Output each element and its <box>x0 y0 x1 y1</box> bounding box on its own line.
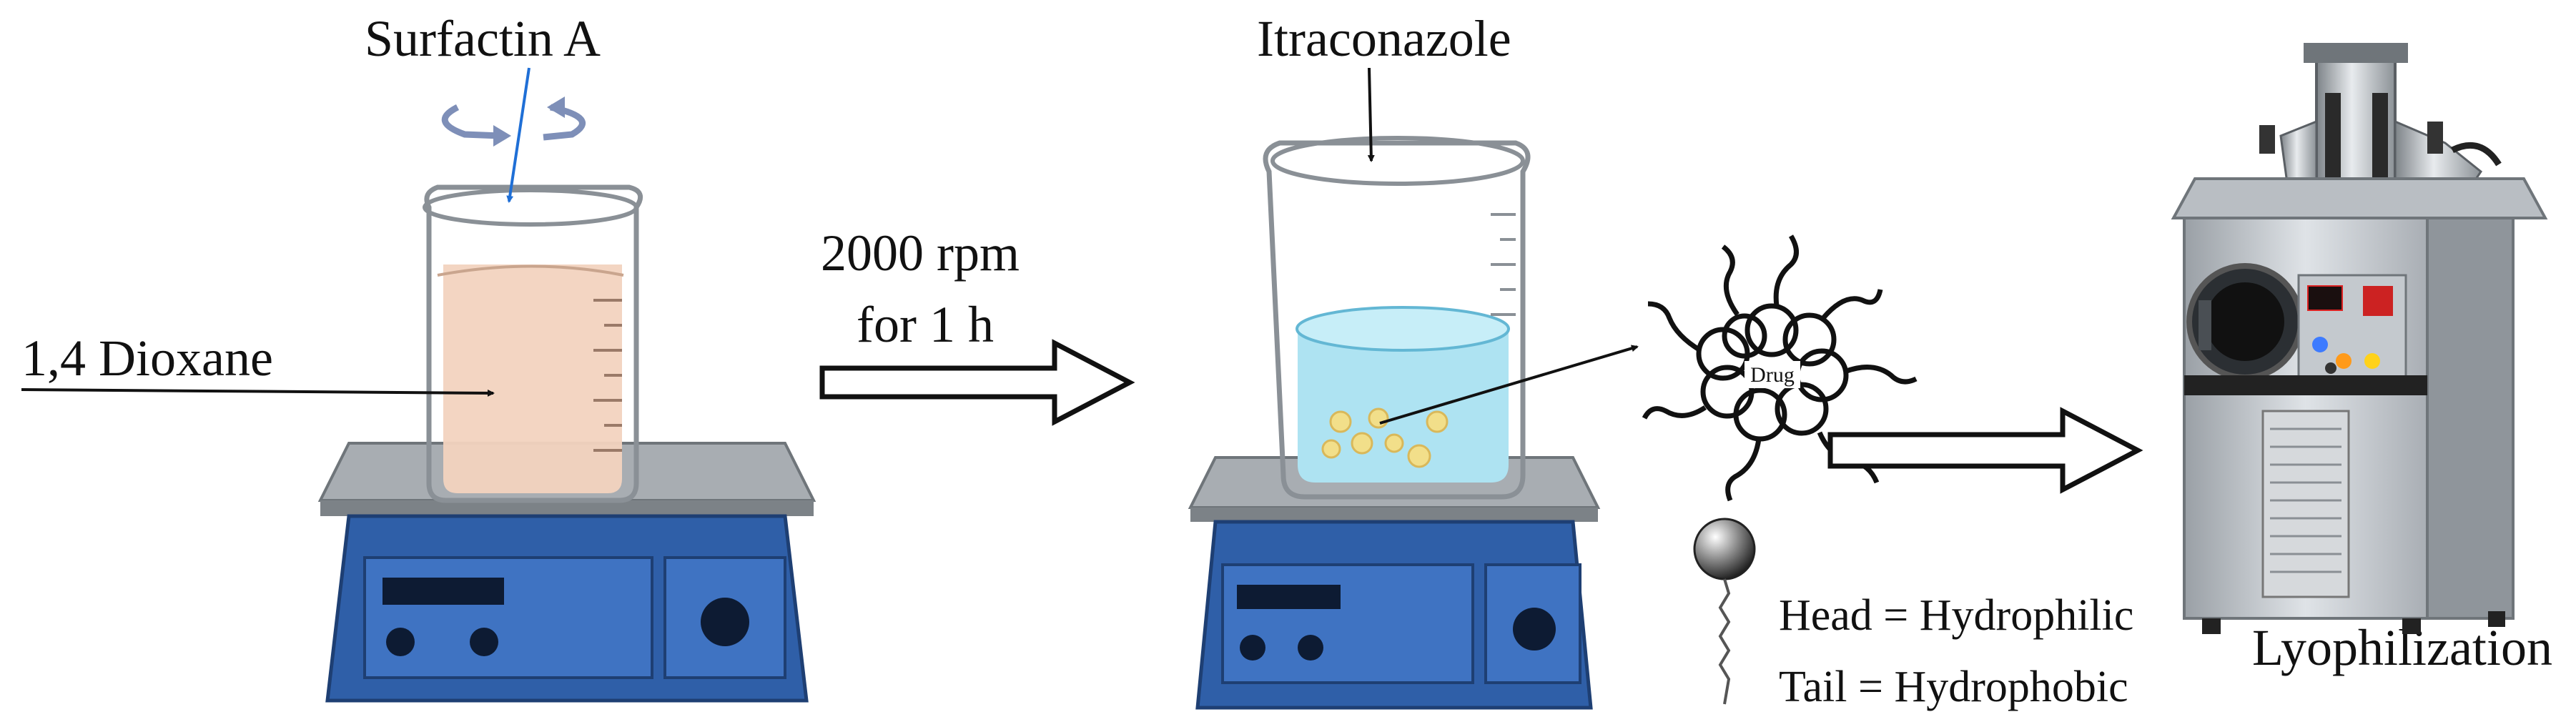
process-arrow-2 <box>1827 407 2143 494</box>
rotation-icon <box>441 97 586 147</box>
freeze-dryer-machine <box>2171 43 2548 634</box>
head-legend-label: Head = Hydrophilic <box>1779 591 2134 640</box>
micelle-pointer <box>1379 345 1639 425</box>
beaker-drug <box>1263 136 1531 500</box>
beaker-solvent <box>423 184 643 503</box>
process-arrow-1 <box>819 339 1135 426</box>
solvent-label: 1,4 Dioxane <box>21 330 273 387</box>
micelle-core-label: Drug <box>1750 363 1795 387</box>
duration-label: for 1 h <box>857 296 994 353</box>
drug-pointer <box>1367 67 1375 162</box>
drug-label: Itraconazole <box>1257 10 1511 67</box>
solvent-pointer <box>21 388 495 397</box>
surfactant-pointer <box>506 67 531 203</box>
surfactant-legend-icon <box>1693 518 1756 705</box>
surfactant-label: Surfactin A <box>365 10 601 67</box>
speed-label: 2000 rpm <box>821 224 1020 282</box>
tail-legend-label: Tail = Hydrophobic <box>1779 663 2128 711</box>
final-step-label: Lyophilization <box>2252 619 2552 676</box>
micelle-icon <box>1642 234 1918 502</box>
